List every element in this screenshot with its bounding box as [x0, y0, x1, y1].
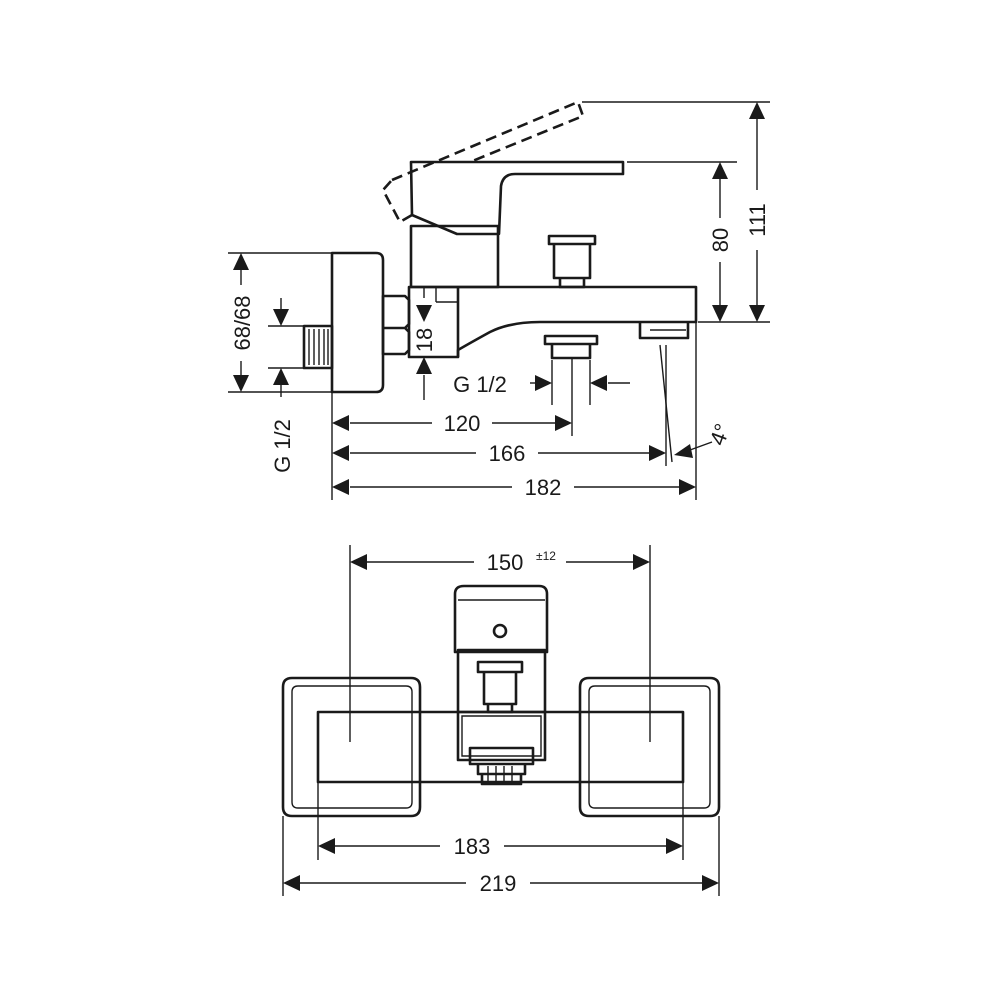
lever-top [453, 584, 549, 654]
dim-hose-thread: G 1/2 [453, 360, 630, 405]
lever-column [409, 224, 500, 289]
lever-handle [409, 160, 625, 236]
hose-connection [543, 334, 599, 360]
dim-182: 182 [332, 474, 696, 500]
hex-nut-side [381, 294, 411, 356]
left-escutcheon [281, 676, 422, 818]
dim-150-tolerance: ±12 [536, 549, 556, 563]
dim-150-label: 150 [487, 550, 524, 575]
dim-166-label: 166 [489, 441, 526, 466]
center-housing [456, 648, 547, 762]
dim-111: 111 [582, 101, 770, 323]
top-view: 150 ±12 183 219 [281, 545, 721, 896]
dim-183-label: 183 [454, 834, 491, 859]
diverter-knob [547, 234, 597, 289]
dim-18-label: 18 [412, 328, 437, 352]
lever-indicator-dot [492, 623, 508, 639]
dim-120: 120 [332, 410, 572, 436]
diverter-top [476, 660, 524, 714]
threaded-inlet [302, 324, 334, 370]
dim-angle-label: 4° [705, 420, 736, 448]
dim-219: 219 [282, 816, 720, 896]
right-escutcheon [578, 676, 721, 818]
dim-183: 183 [317, 782, 684, 860]
spout-outlet [638, 322, 690, 340]
dim-111-label: 111 [745, 203, 770, 236]
lever-raised-outline [381, 100, 585, 224]
dim-150: 150 ±12 [349, 545, 651, 742]
dim-18: 18 [412, 287, 437, 400]
side-view: 111 80 68/68 [228, 100, 770, 500]
dim-182-label: 182 [525, 475, 562, 500]
thread-hose-label: G 1/2 [453, 372, 507, 397]
dim-80-label: 80 [708, 228, 733, 252]
dim-68-68-label: 68/68 [230, 295, 255, 350]
dim-120-label: 120 [444, 411, 481, 436]
dim-68-68: 68/68 [228, 252, 332, 393]
dim-80: 80 [627, 161, 737, 322]
dim-inlet-offset [268, 298, 304, 397]
outlet-top [468, 746, 535, 786]
thread-inlet-label: G 1/2 [270, 419, 295, 473]
dim-166: 166 [332, 440, 713, 466]
dim-219-label: 219 [480, 871, 517, 896]
wall-flange [330, 251, 385, 394]
